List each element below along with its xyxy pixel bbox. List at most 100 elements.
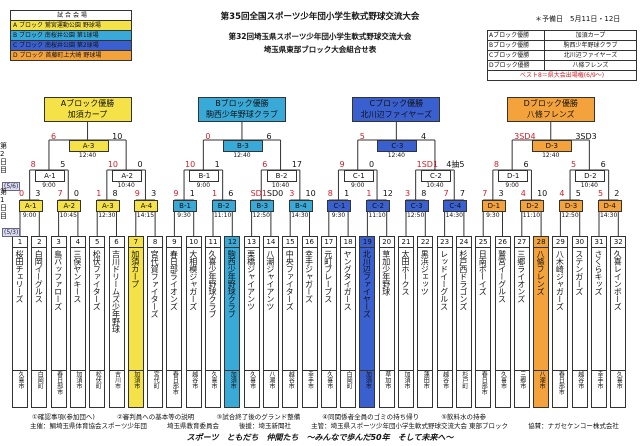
team-city: 八潮市 bbox=[534, 370, 549, 407]
round1-score-left: 0 bbox=[19, 189, 25, 198]
team-number: 19 bbox=[360, 237, 375, 248]
team-number: 17 bbox=[321, 237, 336, 248]
team-city: 久喜市 bbox=[321, 370, 336, 407]
round2-box: B-2 bbox=[266, 170, 297, 182]
round1-score-left: 1 bbox=[366, 189, 372, 198]
round1-score-right: 1 bbox=[189, 189, 195, 198]
round2-time: 9:00 bbox=[42, 182, 56, 189]
final-score-right: 10 bbox=[112, 132, 123, 141]
team-name: 幸手ジャガーズ bbox=[304, 250, 314, 303]
team-number: 5 bbox=[90, 237, 105, 248]
round2-score-left: 8 bbox=[30, 160, 36, 169]
team-city: 蓮田市 bbox=[418, 370, 433, 407]
team-name: 宮代賀ファイターズ bbox=[150, 250, 160, 318]
champion-box: Cブロック優勝北川辺ファイヤーズ bbox=[352, 97, 441, 122]
team-name: ステンガーズ bbox=[574, 250, 584, 295]
venue-d: D ブロック 首藤町上大崎 野球場 bbox=[11, 51, 131, 60]
legend-block: Dブロック優勝 bbox=[488, 61, 545, 70]
team-city: 越谷市 bbox=[186, 370, 201, 407]
round1-score-left: 9 bbox=[134, 189, 140, 198]
round1-score-left: 8 bbox=[327, 189, 333, 198]
team-number: 4 bbox=[70, 237, 85, 248]
round1-time: 12:50 bbox=[252, 212, 270, 219]
note-item: ④同関係者全員のゴミの持ち帰り bbox=[322, 413, 420, 421]
day2-date: (5/6) bbox=[2, 182, 21, 191]
round1-time: 14:30 bbox=[291, 212, 309, 219]
round1-box: A-4 bbox=[134, 200, 159, 212]
round1-score-right: 3 bbox=[35, 189, 41, 198]
team-city: 春日部市 bbox=[553, 370, 568, 407]
legend-row: Cブロック優勝北川辺ファイヤーズ bbox=[488, 51, 636, 61]
round1-time: 9:30 bbox=[177, 212, 191, 219]
round1-score-right: 12 bbox=[382, 189, 393, 198]
round2-box: D-1 bbox=[498, 170, 529, 182]
round2-score-right: 6 bbox=[523, 160, 529, 169]
reserve-date: ＊予備日 5月11日・12日 bbox=[535, 15, 621, 23]
final-score-left: 3SD4 bbox=[514, 132, 536, 141]
round1-box: B-2 bbox=[211, 200, 236, 212]
round1-time: 11:10 bbox=[522, 212, 541, 219]
round2-box: A-1 bbox=[34, 170, 65, 182]
round2-box: D-2 bbox=[575, 170, 606, 182]
round2-time: 9:00 bbox=[196, 182, 211, 189]
round1-score-right: 5 bbox=[575, 189, 581, 198]
round2-time: 9:00 bbox=[351, 182, 365, 189]
round1-time: 9:30 bbox=[486, 212, 500, 219]
round2-box: C-2 bbox=[420, 170, 451, 182]
team-city: 加須市 bbox=[225, 370, 240, 407]
champion-label: Aブロック優勝 bbox=[60, 99, 115, 108]
round1-score-left: 7 bbox=[57, 189, 63, 198]
venue-table: 試 合 会 場 A ブロック 鷲宮運動公園 野球場 B ブロック 南桜井公園 第… bbox=[10, 10, 132, 61]
legend-block: Aブロック優勝 bbox=[488, 31, 545, 40]
champion-box: Bブロック優勝駒西少年野球クラブ bbox=[197, 97, 286, 122]
round1-time: 9:00 bbox=[22, 212, 37, 219]
round1-time: 9:30 bbox=[331, 212, 346, 219]
venue-a: A ブロック 鷲宮運動公園 野球場 bbox=[11, 21, 131, 31]
round1-score-right: 6 bbox=[228, 189, 234, 198]
team-number: 8 bbox=[148, 237, 163, 248]
round2-time: 10:40 bbox=[271, 182, 290, 189]
team-name: 八木崎ジャガーズ bbox=[555, 250, 565, 310]
round1-score-left: 1 bbox=[212, 189, 218, 198]
venue-b: B ブロック 南桜井公園 第1球場 bbox=[11, 31, 131, 41]
legend-block: Bブロック優勝 bbox=[488, 41, 545, 50]
day2-label: 第2日目 bbox=[0, 142, 7, 174]
sponsor-supporter: 後援：埼玉新聞社 bbox=[239, 422, 292, 430]
note-item: ①確認事項(参加団へ) bbox=[32, 413, 95, 421]
champion-team: 八條フレンズ bbox=[526, 110, 575, 119]
venue-c: C ブロック 南桜井公園 第2球場 bbox=[11, 41, 131, 51]
team-city: 加須市 bbox=[70, 370, 85, 407]
team-number: 16 bbox=[302, 237, 317, 248]
team-number: 15 bbox=[283, 237, 298, 248]
round2-score-right: 0 bbox=[137, 160, 143, 169]
note-item: ③試合終了後のグランド整備 bbox=[216, 413, 301, 421]
day1-label: 第1日目 bbox=[0, 188, 7, 220]
team-number: 20 bbox=[379, 237, 394, 248]
round1-score-left: 7 bbox=[443, 189, 449, 198]
team-city: 宮代町 bbox=[148, 370, 163, 407]
final-score-left: 6 bbox=[50, 132, 57, 141]
round1-box: C-2 bbox=[366, 200, 391, 212]
team-name: 白岡イーグルス bbox=[34, 250, 44, 303]
final-time: 12:40 bbox=[387, 152, 405, 159]
champion-team: 駒西少年野球クラブ bbox=[205, 110, 278, 119]
team-city: 久喜市 bbox=[206, 370, 220, 407]
team-city: 加須市 bbox=[360, 370, 375, 407]
round2-box: A-2 bbox=[112, 170, 143, 182]
round1-box: A-3 bbox=[95, 200, 120, 212]
team-name: 久喜少年野球クラブ bbox=[208, 250, 217, 318]
team-number: 26 bbox=[495, 237, 510, 248]
team-name: 栗橋ジャイアンツ bbox=[246, 250, 256, 310]
legend-note: ベスト8＝県大会出場権(6/9～) bbox=[519, 72, 605, 79]
